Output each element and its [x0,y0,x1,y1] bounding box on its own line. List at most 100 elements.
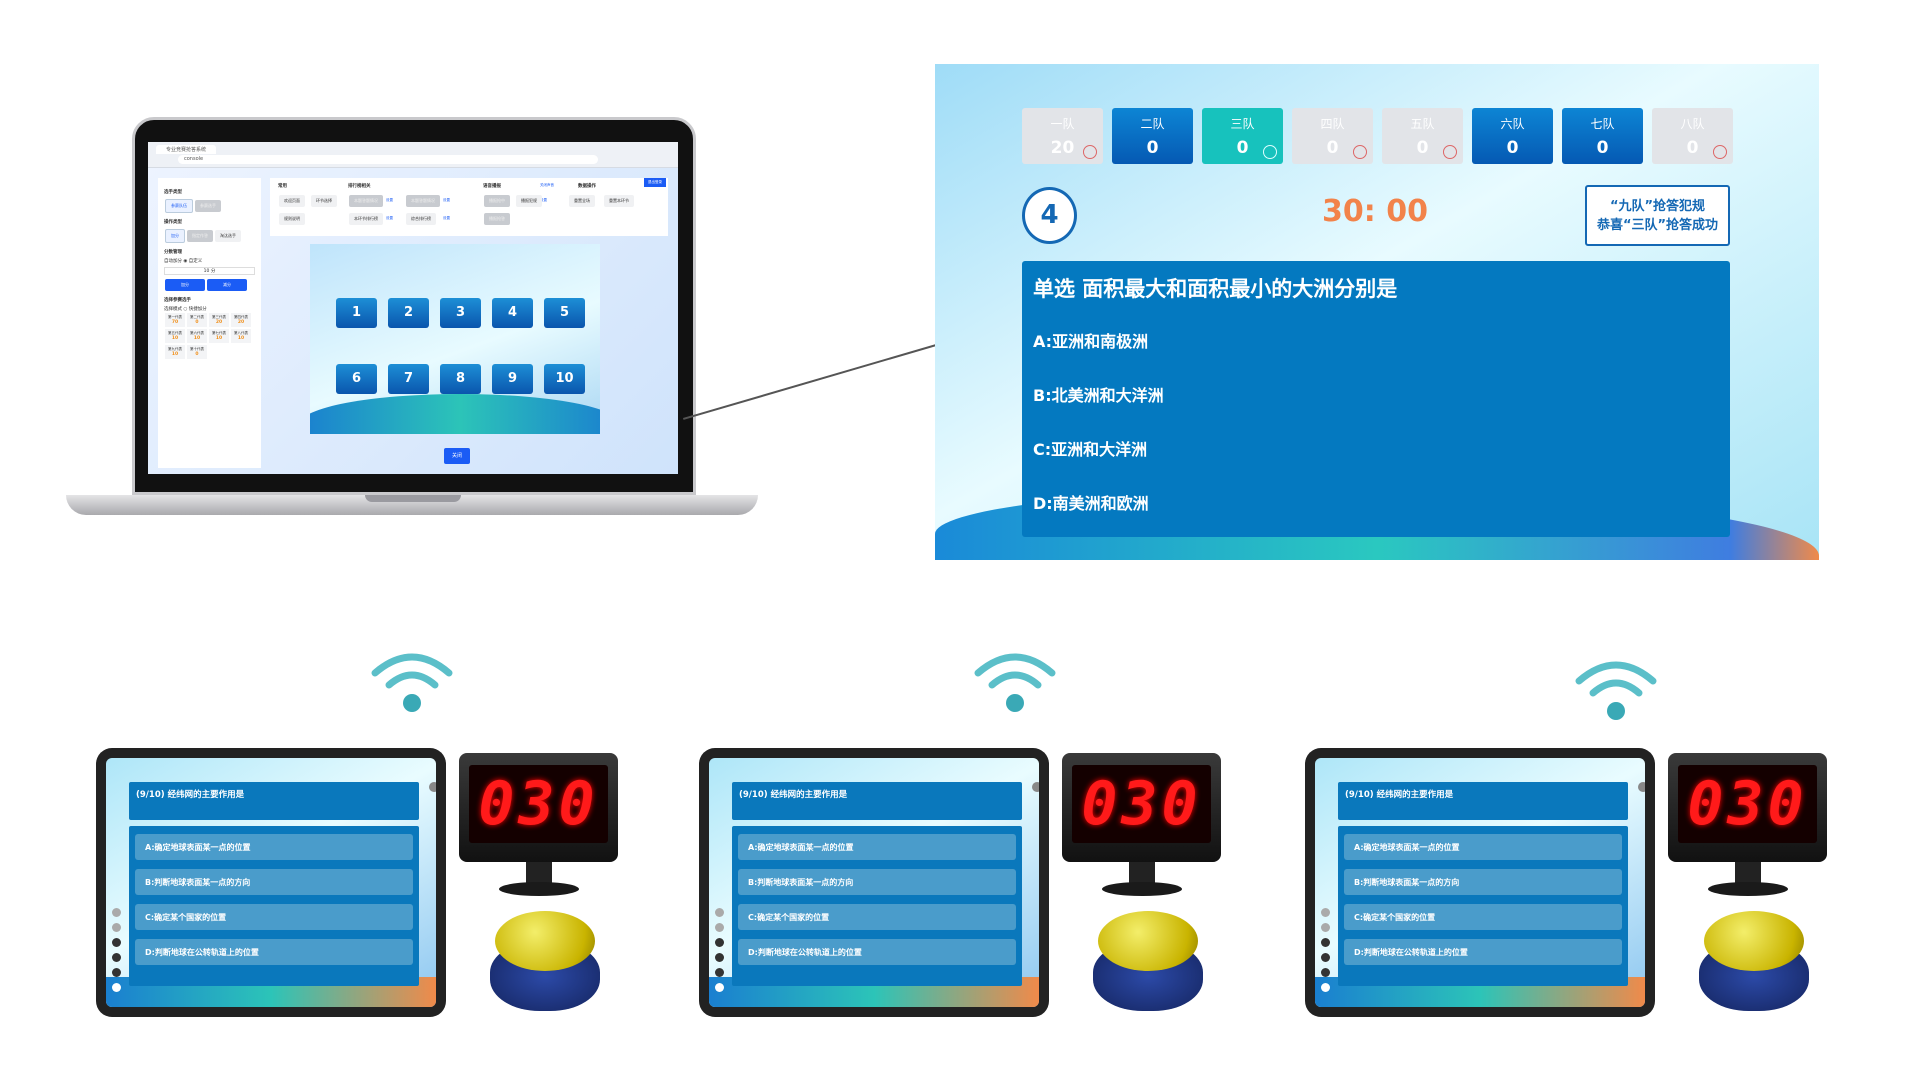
score-input[interactable]: 10 分 [164,267,255,275]
notice-success: 恭喜“三队”抢答成功 [1596,218,1719,233]
welcome-button[interactable]: 欢迎页面 [279,195,305,207]
tablet-option[interactable]: B:判断地球表面某一点的方向 [738,869,1016,895]
close-icon[interactable] [112,968,121,977]
prev-icon[interactable] [715,908,724,917]
radio-quick[interactable]: 快捷加分 [188,307,207,312]
browser-tab[interactable]: 专业竞赛抢答系统 [156,145,217,154]
logout-button[interactable]: 退出登录 [644,178,666,187]
refresh-icon[interactable] [1321,938,1330,947]
number-button-5[interactable]: 5 [544,298,585,328]
player-type-player[interactable]: 参赛选手 [195,200,221,212]
setting-link[interactable]: 设置 [443,216,450,220]
home-icon[interactable] [715,983,724,992]
number-button-1[interactable]: 1 [336,298,377,328]
voice-buzz-button[interactable]: 播报抢答 [484,213,510,225]
op-eliminate[interactable]: 淘汰选手 [215,230,241,242]
mic-icon[interactable] [112,953,121,962]
section-rank-button[interactable]: 本环节排行榜 [349,213,383,225]
setting-link[interactable]: 设置 [386,216,393,220]
refresh-icon[interactable] [715,938,724,947]
address-bar[interactable]: console [178,155,598,164]
op-assign[interactable]: 指定作答 [187,230,213,242]
tablet-option[interactable]: C:确定某个国家的位置 [1344,904,1622,930]
close-icon[interactable] [1321,968,1330,977]
tablet-question: (9/10) 经纬网的主要作用是 [129,782,419,820]
next-icon[interactable] [112,923,121,932]
tablet-option[interactable]: A:确定地球表面某一点的位置 [1344,834,1622,860]
mic-icon[interactable] [715,953,724,962]
led-digits: 030 [469,765,608,843]
number-button-7[interactable]: 7 [388,364,429,394]
player-type-team[interactable]: 参赛队伍 [165,199,193,213]
tablet-option[interactable]: B:判断地球表面某一点的方向 [1344,869,1622,895]
voice-hit-button[interactable]: 播报抢中 [484,195,510,207]
tablet-option[interactable]: C:确定某个国家的位置 [738,904,1016,930]
tablet-options: A:确定地球表面某一点的位置 B:判断地球表面某一点的方向 C:确定某个国家的位置 D… [1338,826,1628,986]
tablet-option[interactable]: D:判断地球在公转轨道上的位置 [738,939,1016,965]
number-button-4[interactable]: 4 [492,298,533,328]
fullscreen-icon[interactable] [1032,782,1039,792]
home-icon[interactable] [112,983,121,992]
fullscreen-icon[interactable] [429,782,436,792]
team-name: 第九代表 [168,347,182,351]
prev-icon[interactable] [1321,908,1330,917]
section-button[interactable]: 环节选择 [311,195,337,207]
rules-button[interactable]: 规则说明 [279,213,305,225]
led-countdown-display: 030 [1062,753,1221,862]
setting-link[interactable]: 设置 [540,198,547,202]
radio-auto[interactable]: 自动加分 [164,259,182,264]
refresh-icon[interactable] [112,938,121,947]
tablet-option[interactable]: D:判断地球在公转轨道上的位置 [135,939,413,965]
minus-score-button[interactable]: 减分 [207,279,247,291]
mic-icon[interactable] [1321,953,1330,962]
tablet-option[interactable]: A:确定地球表面某一点的位置 [738,834,1016,860]
status-bar [1315,758,1645,766]
add-score-button[interactable]: 加分 [165,279,205,291]
buzzer-button[interactable] [1699,911,1809,1011]
next-icon[interactable] [1321,923,1330,932]
number-button-10[interactable]: 10 [544,364,585,394]
overall-rank-button[interactable]: 综合排行榜 [406,213,436,225]
op-add[interactable]: 加分 [165,229,185,243]
tablet-option[interactable]: D:判断地球在公转轨道上的位置 [1344,939,1622,965]
home-icon[interactable] [1321,983,1330,992]
close-icon[interactable] [715,968,724,977]
team-name: 第一代表 [168,315,182,319]
tablet-option[interactable]: C:确定某个国家的位置 [135,904,413,930]
number-button-3[interactable]: 3 [440,298,481,328]
rank-current-button[interactable]: 本题答题情况 [349,195,383,207]
radio-select[interactable]: 选择模式 [164,307,182,312]
tablet-option[interactable]: B:判断地球表面某一点的方向 [135,869,413,895]
number-button-6[interactable]: 6 [336,364,377,394]
number-button-9[interactable]: 9 [492,364,533,394]
radio-custom[interactable]: 自定义 [188,259,203,264]
setting-link[interactable]: 设置 [386,198,393,202]
buzzer-button[interactable] [1093,911,1203,1011]
number-button-8[interactable]: 8 [440,364,481,394]
reset-section-button[interactable]: 重置本环节 [604,195,634,207]
mute-link[interactable]: 关闭声音 [540,183,554,187]
next-icon[interactable] [715,923,724,932]
buzzer-button[interactable] [490,911,600,1011]
prev-icon[interactable] [112,908,121,917]
tablet-option[interactable]: A:确定地球表面某一点的位置 [135,834,413,860]
voice-foul-button[interactable]: 播报犯规 [516,195,542,207]
number-button-2[interactable]: 2 [388,298,429,328]
setting-link[interactable]: 设置 [443,198,450,202]
rank-current2-button[interactable]: 本题答题情况 [406,195,440,207]
fullscreen-icon[interactable] [1638,782,1645,792]
reset-all-button[interactable]: 重置全场 [569,195,595,207]
team-name: 七队 [1590,117,1615,131]
close-button[interactable]: 关闭 [444,448,470,464]
